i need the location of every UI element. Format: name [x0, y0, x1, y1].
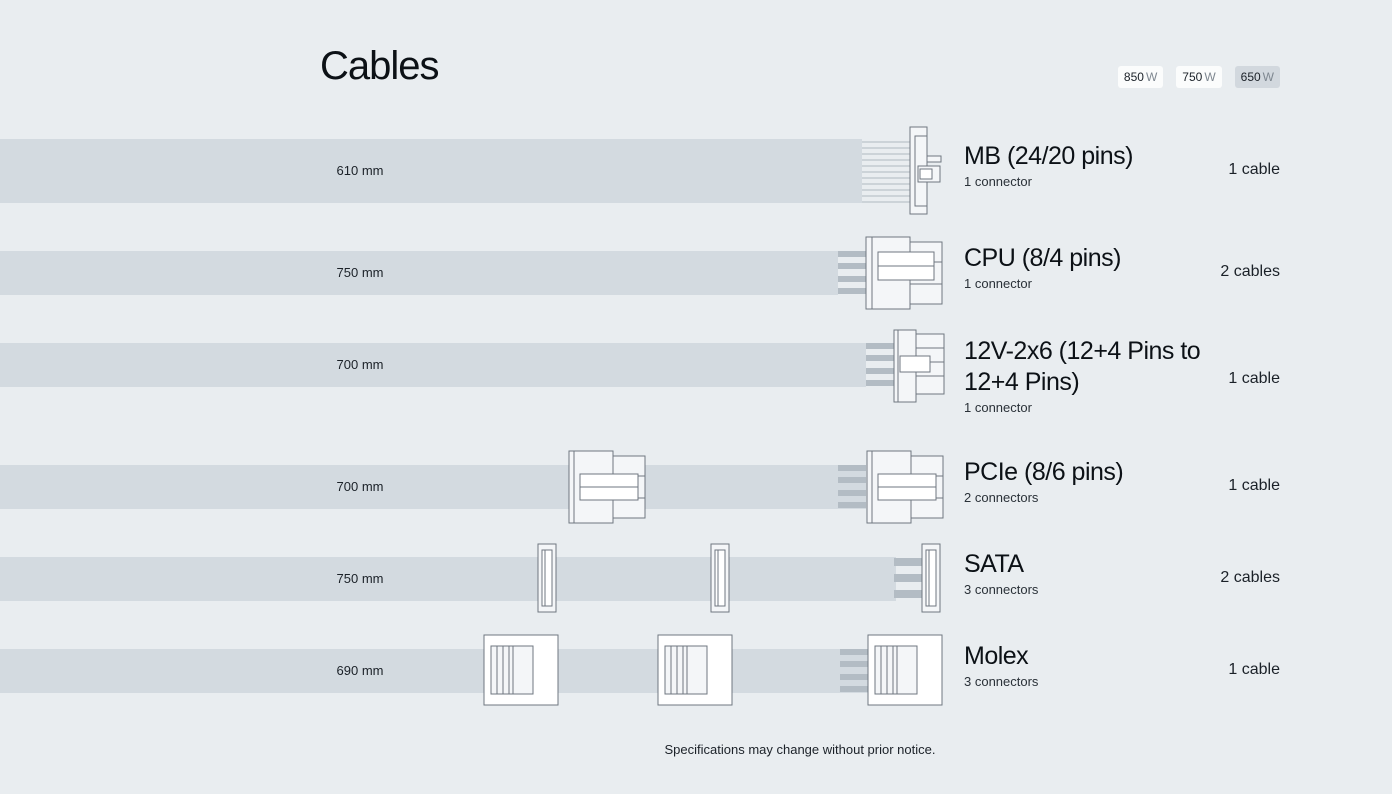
cable-name: CPU (8/4 pins): [964, 244, 1121, 272]
cable-info: MB (24/20 pins) 1 connector: [964, 141, 1133, 189]
cable-connectors: 1 connector: [964, 276, 1032, 291]
pcie-connector-icon: [568, 450, 648, 524]
cable-connectors: 3 connectors: [964, 674, 1039, 689]
12v-2x6-connector-icon: [864, 328, 946, 404]
page-title: Cables: [320, 44, 440, 88]
cable-name: Molex: [964, 642, 1029, 670]
cable-row-mb: 610 mm MB (24/20 pins) 1 connector 1 cab…: [0, 126, 1392, 216]
sata-connector-icon: [892, 542, 946, 616]
cable-row-cpu: 750 mm CPU (8/4 pins) 1 connector 2 cabl…: [0, 236, 1392, 310]
cable-length: 700 mm: [336, 357, 384, 372]
cable-connectors: 3 connectors: [964, 582, 1039, 597]
footnote: Specifications may change without prior …: [664, 742, 936, 757]
cable-length: 750 mm: [336, 265, 384, 280]
cable-info: PCIe (8/6 pins) 2 connectors: [964, 457, 1124, 505]
molex-connector-icon: [657, 634, 735, 708]
cable-length: 690 mm: [336, 663, 384, 678]
cable-count: 1 cable: [1228, 370, 1280, 387]
cable-name: 12V-2x6 (12+4 Pins to 12+4 Pins): [964, 337, 1201, 396]
cable-band: [0, 139, 862, 203]
cable-connectors: 2 connectors: [964, 490, 1039, 505]
cable-row-12v-2x6: 700 mm 12V-2x6 (12+4 Pins to 12+4 Pins) …: [0, 328, 1392, 415]
cable-count: 1 cable: [1228, 161, 1280, 178]
pcie-connector-icon: [836, 450, 946, 524]
sata-connector-icon: [536, 542, 560, 616]
molex-connector-icon: [838, 634, 946, 708]
cable-info: 12V-2x6 (12+4 Pins to 12+4 Pins) 1 conne…: [964, 336, 1204, 415]
molex-connector-icon: [483, 634, 561, 708]
wattage-value: 750: [1182, 70, 1203, 84]
cable-count: 1 cable: [1228, 661, 1280, 678]
cable-count: 2 cables: [1220, 263, 1280, 280]
cable-band: [0, 465, 866, 509]
cable-connectors: 1 connector: [964, 174, 1032, 189]
cable-band: [0, 557, 896, 601]
cable-connectors: 1 connector: [964, 400, 1032, 415]
sata-connector-icon: [709, 542, 733, 616]
cable-row-pcie: 700 mm PCIe (8/6 pins) 2 co: [0, 450, 1392, 524]
wattage-unit: W: [1204, 70, 1216, 84]
cable-row-molex: 690 mm Molex 3 connectors: [0, 634, 1392, 708]
cable-info: SATA 3 connectors: [964, 549, 1038, 597]
cable-band: [0, 649, 870, 693]
cable-band: [0, 251, 838, 295]
cable-count: 2 cables: [1220, 569, 1280, 586]
cpu-connector-icon: [836, 236, 946, 310]
cable-name: SATA: [964, 550, 1024, 578]
cable-length: 610 mm: [336, 163, 384, 178]
cable-info: CPU (8/4 pins) 1 connector: [964, 243, 1121, 291]
wattage-value: 650: [1240, 70, 1261, 84]
wattage-unit: W: [1145, 70, 1158, 84]
cable-count: 1 cable: [1228, 477, 1280, 494]
mb-connector-icon: [860, 126, 950, 216]
cable-length: 700 mm: [336, 479, 384, 494]
cable-row-sata: 750 mm SATA 3 connectors 2 cables: [0, 542, 1392, 616]
cable-band: [0, 343, 866, 387]
wattage-value: 850: [1123, 70, 1144, 84]
cable-name: MB (24/20 pins): [964, 142, 1133, 170]
wattage-unit: W: [1262, 70, 1274, 84]
cable-length: 750 mm: [336, 571, 384, 586]
cable-info: Molex 3 connectors: [964, 641, 1038, 689]
cable-name: PCIe (8/6 pins): [964, 458, 1124, 486]
